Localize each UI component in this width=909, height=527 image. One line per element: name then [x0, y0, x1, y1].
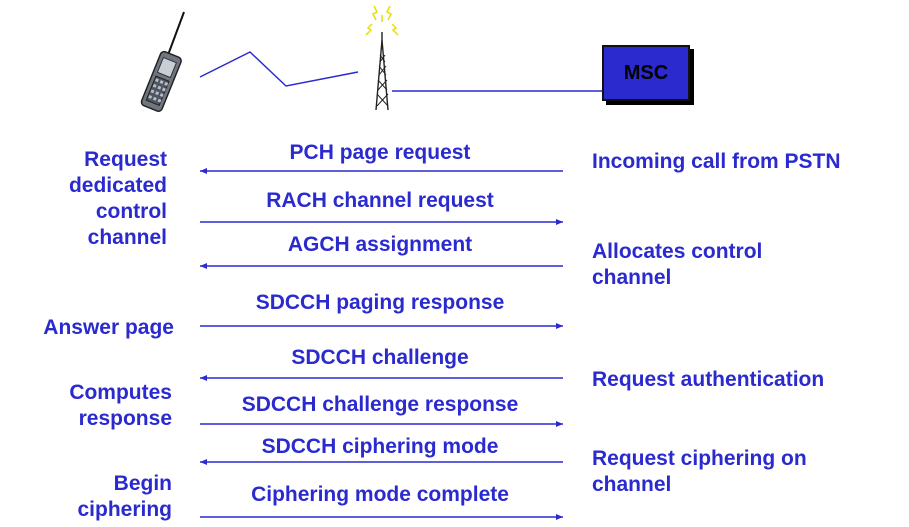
msc-box: MSC [602, 45, 690, 101]
message-label-sdcch-challenge-response: SDCCH challenge response [241, 393, 519, 416]
message-label-agch-assignment: AGCH assignment [287, 233, 473, 256]
message-label-sdcch-ciphering-mode: SDCCH ciphering mode [261, 435, 499, 458]
left-label-request-channel: Request dedicated control channel [68, 148, 167, 249]
radio-link-line [199, 51, 359, 87]
left-label-begin-ciphering: Begin ciphering [77, 472, 172, 521]
message-label-sdcch-paging-response: SDCCH paging response [255, 291, 505, 314]
radio-tower-icon [365, 5, 399, 111]
msc-label: MSC [623, 61, 669, 84]
right-label-request-ciphering: Request ciphering on channel [592, 447, 807, 496]
left-label-computes-response: Computes response [69, 381, 172, 430]
message-label-sdcch-challenge: SDCCH challenge [291, 346, 469, 369]
right-label-incoming-call: Incoming call from PSTN [592, 150, 841, 173]
message-label-ciphering-mode-complete: Ciphering mode complete [251, 483, 509, 506]
left-label-answer-page: Answer page [43, 316, 174, 339]
mobile-phone-icon [140, 11, 185, 112]
message-arrows [200, 168, 563, 520]
right-label-request-authentication: Request authentication [592, 368, 825, 391]
message-label-rach-channel-request: RACH channel request [266, 189, 494, 212]
message-label-pch-page-request: PCH page request [289, 141, 471, 164]
right-label-allocates-channel: Allocates control channel [592, 240, 763, 289]
